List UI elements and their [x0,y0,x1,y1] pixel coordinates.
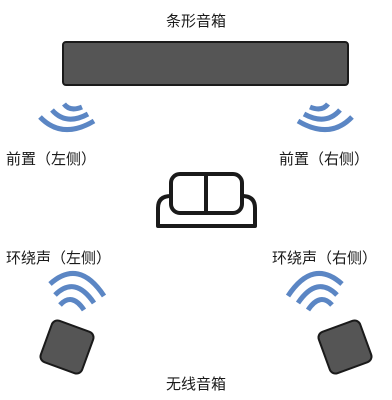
soundbar-icon [62,41,349,86]
front-left-wave-icon [38,102,96,133]
wireless-speaker-right-icon [317,319,373,375]
front-left-label: 前置（左侧） [6,150,97,168]
front-right-wave-icon [296,102,354,133]
wireless-speaker-left-icon [39,319,95,375]
wireless-speaker-label: 无线音箱 [165,375,227,393]
surround-right-label: 环绕声（右侧） [272,249,378,267]
surround-left-label: 环绕声（左侧） [6,249,112,267]
surround-left-wave-icon [48,271,107,312]
couch-icon [156,172,257,228]
surround-right-wave-icon [285,271,344,312]
front-right-label: 前置（右侧） [279,150,370,168]
soundbar-label: 条形音箱 [165,12,227,30]
